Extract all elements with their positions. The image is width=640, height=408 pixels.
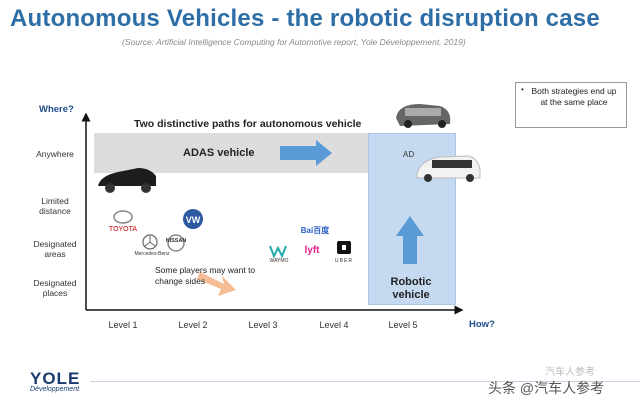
toyota-logo-icon xyxy=(113,210,133,224)
mercedes-logo-icon xyxy=(142,234,158,250)
note-bullet: • xyxy=(521,85,524,94)
x-label-level-5: Level 5 xyxy=(388,320,418,330)
svg-text:VW: VW xyxy=(186,215,201,225)
robotic-arrow xyxy=(396,216,424,264)
x-label-level-4: Level 4 xyxy=(319,320,349,330)
note-box xyxy=(515,82,627,128)
mercedes-logo-label: Mercedes-Benz xyxy=(134,251,170,257)
y-label-limited-distance: Limited distance xyxy=(39,196,71,216)
vw-logo-icon xyxy=(183,209,203,229)
robotaxi-minivan-icon xyxy=(416,155,481,182)
sports-car-icon xyxy=(98,168,156,193)
source-citation: (Source: Artificial Intelligence Computi… xyxy=(122,37,466,47)
yole-logo-subtitle: Développement xyxy=(30,386,80,393)
watermark: 头条 @汽车人参考 xyxy=(488,380,605,396)
adas-arrow xyxy=(280,140,332,166)
nissan-logo-icon xyxy=(167,234,185,252)
y-label-anywhere: Anywhere xyxy=(36,149,74,159)
nissan-logo-label: NISSAN xyxy=(165,238,187,244)
toyota-logo-label: TOYOTA xyxy=(108,226,138,233)
lyft-logo-label: lyft xyxy=(304,245,320,256)
y-axis-title: Where? xyxy=(39,104,74,115)
watermark-faint: 汽车人参考 xyxy=(545,367,595,378)
waymo-logo-label: WAYMO xyxy=(269,258,289,264)
page-title: Autonomous Vehicles - the robotic disrup… xyxy=(10,5,600,32)
change-sides-arrow xyxy=(197,272,236,296)
yole-logo: YOLE xyxy=(30,369,81,388)
x-label-level-3: Level 3 xyxy=(248,320,278,330)
change-sides-note: Some players may want to change sides xyxy=(155,265,256,286)
waymo-logo-icon xyxy=(269,245,287,259)
baidu-logo-label: Bai百度 xyxy=(300,226,330,235)
note-text: Both strategies end up at the same place xyxy=(531,86,617,107)
y-label-designated-areas: Designated areas xyxy=(33,239,77,259)
ad-label: AD xyxy=(403,150,415,159)
adas-vehicle-label: ADAS vehicle xyxy=(183,147,255,159)
x-label-level-2: Level 2 xyxy=(178,320,208,330)
y-label-designated-places: Designated places xyxy=(33,278,77,298)
uber-logo-label: UBER xyxy=(335,258,353,264)
x-label-level-1: Level 1 xyxy=(108,320,138,330)
x-axis-title: How? xyxy=(469,319,495,330)
paths-title: Two distinctive paths for autonomous veh… xyxy=(134,118,362,130)
footer-divider xyxy=(90,381,640,382)
robotic-vehicle-label: Robotic vehicle xyxy=(390,276,432,301)
concept-pod-icon xyxy=(396,104,451,128)
